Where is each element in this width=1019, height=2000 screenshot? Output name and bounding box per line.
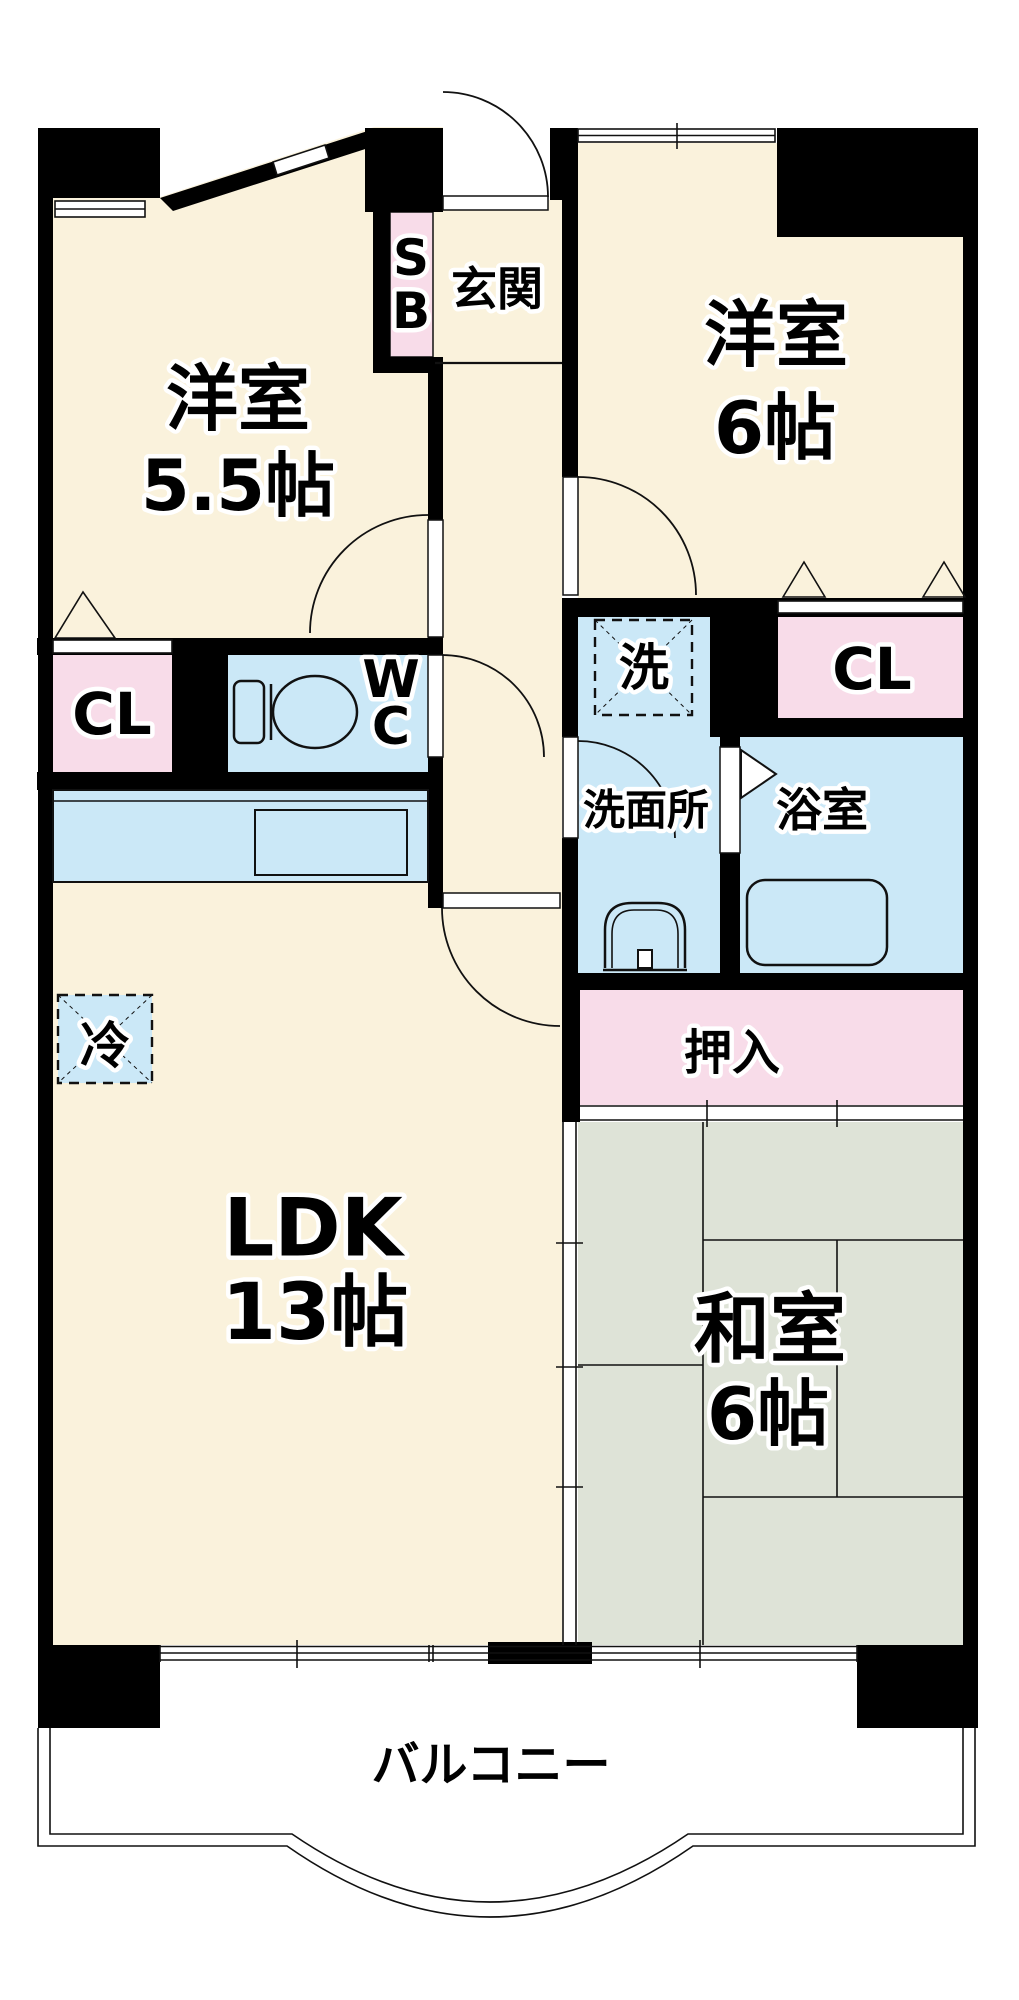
washroom-door-gap [562,736,579,839]
kitchen-sink [254,809,408,876]
doors [309,91,778,1027]
tatami-lines [578,1122,963,1645]
closet-left-box [53,655,172,772]
entrance-hall-floor [433,200,562,893]
window-top-left [54,200,146,218]
closet-right-box [778,617,963,718]
closet-left-door-band [52,639,173,654]
shoebox-label-b: B [392,282,430,340]
ldk-door-gap [442,892,561,909]
windows [54,123,858,1668]
room2-size-label: 6帖 [714,386,836,470]
washitsu-name-label: 和室 [694,1285,846,1374]
fixtures [52,618,889,1085]
entrance-door-leaf [442,195,549,211]
bathroom-floor [740,737,963,973]
bath-door-gap [719,746,741,854]
wc-label-w: W [362,650,419,710]
refrigerator-label: 冷 [80,1017,130,1075]
closet-marker-room1 [53,590,117,639]
bathtub-icon [745,878,889,967]
room2-door-arc [577,476,697,596]
room1-name-label: 洋室 [166,357,310,441]
washroom-label: 洗面所 [583,786,709,835]
oshiire-door-band [580,1100,963,1127]
floors [53,127,963,1645]
room1-door-arc [309,514,429,634]
labels: 洋室 5.5帖 洋室 6帖 LDK 13帖 和室 6帖 玄関 S B CL CL… [68,225,917,1794]
wc-door-arc [441,654,545,758]
closet-left-label: CL [72,680,152,748]
balcony-railing [37,1728,976,1918]
closet-marker-room2-b [921,560,967,598]
refrigerator-icon [56,993,154,1085]
closet-marker-room2-a [781,560,827,598]
wc-label-c: C [372,697,410,757]
washer-icon [593,618,694,717]
bath-folding-door-icon [740,748,778,800]
room-western-5-5-floor [53,127,443,640]
entrance-door-arc [442,91,549,198]
room1-size-label: 5.5帖 [141,445,335,527]
japanese-room-floor [578,1122,963,1645]
kitchen-counter [52,789,429,883]
window-balcony-band [159,1640,858,1668]
washroom-door-arc [577,740,676,839]
ldk-washitsu-partition [556,1122,583,1645]
room2-name-label: 洋室 [704,293,848,377]
sliding-partitions [52,361,967,1645]
washer-label: 洗 [619,639,669,697]
wc-floor [228,655,428,772]
bathroom-label: 浴室 [776,783,868,837]
shoebox-label-s: S [393,229,429,287]
wc-door-gap [427,654,444,758]
window-room2-top [577,123,776,149]
washroom-floor [578,737,720,973]
walls [37,128,978,1728]
balcony-label: バルコニー [371,1737,610,1793]
closet-right-label: CL [832,635,912,703]
closet-right-door-band [777,600,964,614]
entrance-label: 玄関 [451,262,543,316]
oshiire-box [580,990,963,1105]
washbasin-icon [603,901,687,972]
washitsu-size-label: 6帖 [707,1372,829,1456]
room2-door-gap [562,476,579,596]
toilet-icon [232,674,359,750]
room1-door-gap [427,519,444,638]
window-diagonal [272,143,330,177]
oshiire-label: 押入 [684,1025,780,1081]
ldk-door-arc [441,907,561,1027]
ldk-name-label: LDK [223,1182,405,1275]
ldk-size-label: 13帖 [222,1268,409,1358]
